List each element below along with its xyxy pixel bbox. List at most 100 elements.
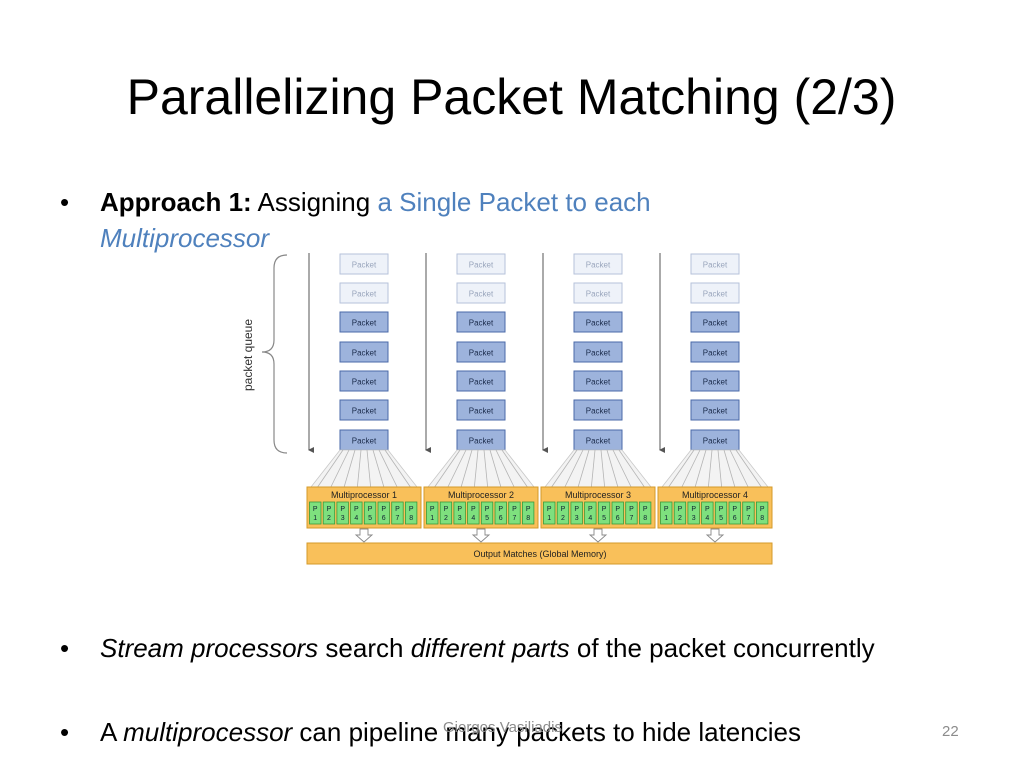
stream-processor-prefix: P <box>547 506 552 513</box>
packet-label: Packet <box>586 407 611 416</box>
stream-processor-number: 4 <box>471 515 475 522</box>
packet-label: Packet <box>352 349 377 358</box>
packet-label: Packet <box>703 261 728 270</box>
stream-processor-number: 7 <box>629 515 633 522</box>
multiprocessor-label: Multiprocessor 2 <box>448 490 514 500</box>
stream-processor-number: 5 <box>602 515 606 522</box>
packet-label: Packet <box>469 319 494 328</box>
stream-processor <box>439 501 453 525</box>
packet-label: Packet <box>586 319 611 328</box>
bullet-dot: • <box>60 717 70 747</box>
stream-processor-number: 6 <box>499 515 503 522</box>
fan-area <box>427 449 535 488</box>
fan-line <box>372 449 385 488</box>
stream-processor-number: 1 <box>313 515 317 522</box>
stream-processor <box>756 501 769 525</box>
packet-label: Packet <box>586 290 611 299</box>
stream-processor-number: 4 <box>705 515 709 522</box>
approach-highlight-italic: Multiprocessor <box>100 223 270 253</box>
stream-processor <box>611 501 624 525</box>
packet-box <box>573 341 623 363</box>
down-arrow-icon <box>354 528 374 543</box>
packet-box <box>456 253 506 275</box>
stream-processor-number: 1 <box>664 515 668 522</box>
stream-processors-term: Stream processors <box>100 633 319 663</box>
down-arrow-icon <box>588 528 608 543</box>
fan-line <box>501 449 528 488</box>
stream-processor <box>467 501 480 525</box>
fan-line <box>460 449 473 488</box>
slide-title: Parallelizing Packet Matching (2/3) <box>126 69 897 125</box>
fan-line <box>590 449 596 488</box>
stream-processor-prefix: P <box>719 506 724 513</box>
stream-processor <box>426 501 439 525</box>
stream-processor-number: 3 <box>692 515 696 522</box>
stream-processor-prefix: P <box>588 506 593 513</box>
packet-label: Packet <box>352 378 377 387</box>
packet-label: Packet <box>703 290 728 299</box>
stream-processor-prefix: P <box>395 506 400 513</box>
bullet-text-part: can pipeline many packets to hide latenc… <box>292 717 801 747</box>
fan-line <box>551 449 578 488</box>
stream-processor-prefix: P <box>629 506 634 513</box>
fan-line <box>681 449 701 488</box>
packet-label: Packet <box>469 349 494 358</box>
stream-processor <box>522 501 535 525</box>
packet-box <box>690 399 740 421</box>
stream-processor-number: 3 <box>458 515 462 522</box>
stream-processor-number: 1 <box>430 515 434 522</box>
stream-processor <box>309 501 322 525</box>
packet-box <box>456 311 506 333</box>
packet-box <box>690 311 740 333</box>
fan-line <box>668 449 695 488</box>
stream-processor-prefix: P <box>354 506 359 513</box>
multiprocessor-label: Multiprocessor 4 <box>682 490 748 500</box>
packet-label: Packet <box>469 437 494 446</box>
stream-processor-prefix: P <box>574 506 579 513</box>
packet-label: Packet <box>352 407 377 416</box>
fan-line <box>729 449 749 488</box>
stream-processor <box>453 501 466 525</box>
stream-processor-prefix: P <box>760 506 765 513</box>
fan-area <box>310 449 418 488</box>
fan-line <box>723 449 736 488</box>
fan-line <box>618 449 645 488</box>
stream-processor-number: 2 <box>678 515 682 522</box>
stream-processor-number: 4 <box>354 515 358 522</box>
stream-processor-number: 8 <box>409 515 413 522</box>
stream-processor-number: 7 <box>512 515 516 522</box>
output-memory-label: Output Matches (Global Memory) <box>473 549 606 559</box>
multiprocessor-label: Multiprocessor 3 <box>565 490 631 500</box>
approach-highlight: a Single Packet to each <box>377 187 651 217</box>
stream-processor-number: 2 <box>327 515 331 522</box>
bullet-text-part: of the packet concurrently <box>569 633 875 663</box>
packet-label: Packet <box>703 349 728 358</box>
stream-processor-prefix: P <box>313 506 318 513</box>
fan-line <box>495 449 515 488</box>
output-memory-box <box>306 542 773 565</box>
down-arrow-icon <box>471 528 491 543</box>
packet-label: Packet <box>352 319 377 328</box>
stream-processor <box>673 501 687 525</box>
fan-line <box>366 449 372 488</box>
stream-processor <box>350 501 363 525</box>
packet-box <box>339 253 389 275</box>
stream-processor <box>584 501 597 525</box>
stream-processor-prefix: P <box>368 506 373 513</box>
stream-processor <box>570 501 583 525</box>
queue-brace <box>261 254 288 454</box>
stream-processor-prefix: P <box>381 506 386 513</box>
stream-processor-number: 7 <box>395 515 399 522</box>
fan-line <box>378 449 398 488</box>
stream-processor <box>660 501 673 525</box>
stream-processor <box>714 501 728 525</box>
packet-box <box>573 370 623 392</box>
packet-box <box>573 282 623 304</box>
stream-processor-number: 6 <box>382 515 386 522</box>
packet-box <box>456 370 506 392</box>
fan-line <box>447 449 467 488</box>
fan-line <box>612 449 632 488</box>
packet-label: Packet <box>469 407 494 416</box>
packet-label: Packet <box>586 261 611 270</box>
fan-line <box>694 449 707 488</box>
